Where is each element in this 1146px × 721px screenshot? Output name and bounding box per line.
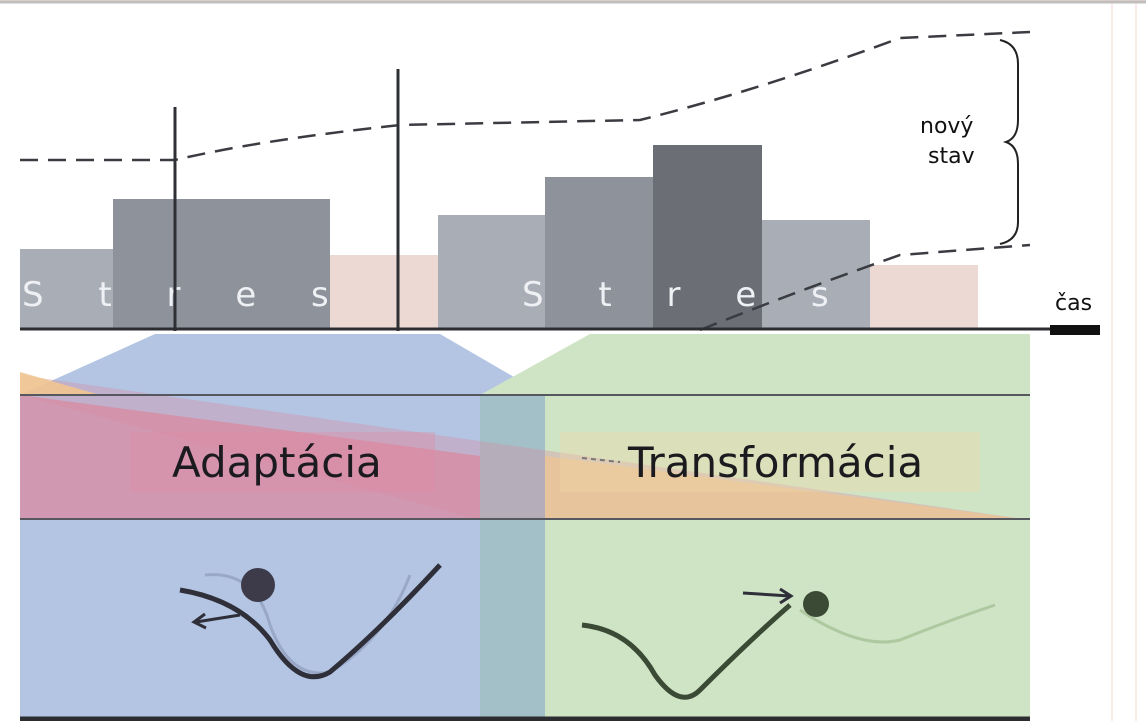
- adaptation-label-bg: [130, 432, 435, 492]
- upper-dashed-curve: [20, 30, 1031, 162]
- transformation-region: [480, 334, 1030, 721]
- ghost-new-valley: [799, 603, 996, 644]
- adaptation-label: Adaptácia: [172, 438, 382, 487]
- bar: [762, 220, 870, 329]
- adaptation-valley: [179, 563, 442, 680]
- lower-dashed-curve: [699, 243, 1031, 332]
- transformation-triangle: [545, 456, 1030, 520]
- transformation-label-bg: [560, 432, 980, 492]
- bar: [330, 255, 438, 329]
- time-axis-arrow: [1050, 325, 1100, 335]
- bar: [545, 177, 653, 329]
- ball-icon: [241, 568, 275, 602]
- overlap-region: [480, 395, 545, 721]
- new-state-line1: nový: [920, 114, 973, 139]
- bar: [113, 199, 330, 329]
- bar: [653, 145, 762, 329]
- adaptation-triangle-fade: [20, 375, 1030, 520]
- arrow-right-icon: [742, 591, 791, 598]
- new-state-line2: stav: [928, 144, 975, 169]
- brace-icon: [999, 39, 1019, 245]
- stress-bars: [20, 145, 978, 329]
- old-valley-curve: [581, 603, 792, 700]
- valley-curve: [179, 563, 442, 680]
- transformation-valley: [581, 587, 996, 700]
- bar: [870, 265, 978, 329]
- orange-corner: [20, 372, 100, 395]
- stress-label-1: S t r e s: [22, 275, 351, 315]
- ball-icon: [803, 591, 829, 617]
- transformation-label: Transformácia: [627, 438, 923, 487]
- stress-label-2: S t r e s: [522, 275, 851, 315]
- arrow-left-icon: [195, 613, 241, 624]
- dash-fragment: [581, 457, 621, 463]
- bar: [20, 249, 115, 329]
- dashed-curves: [20, 30, 1031, 332]
- adaptation-triangle: [20, 395, 480, 520]
- bar: [438, 215, 546, 329]
- time-label: čas: [1055, 291, 1092, 316]
